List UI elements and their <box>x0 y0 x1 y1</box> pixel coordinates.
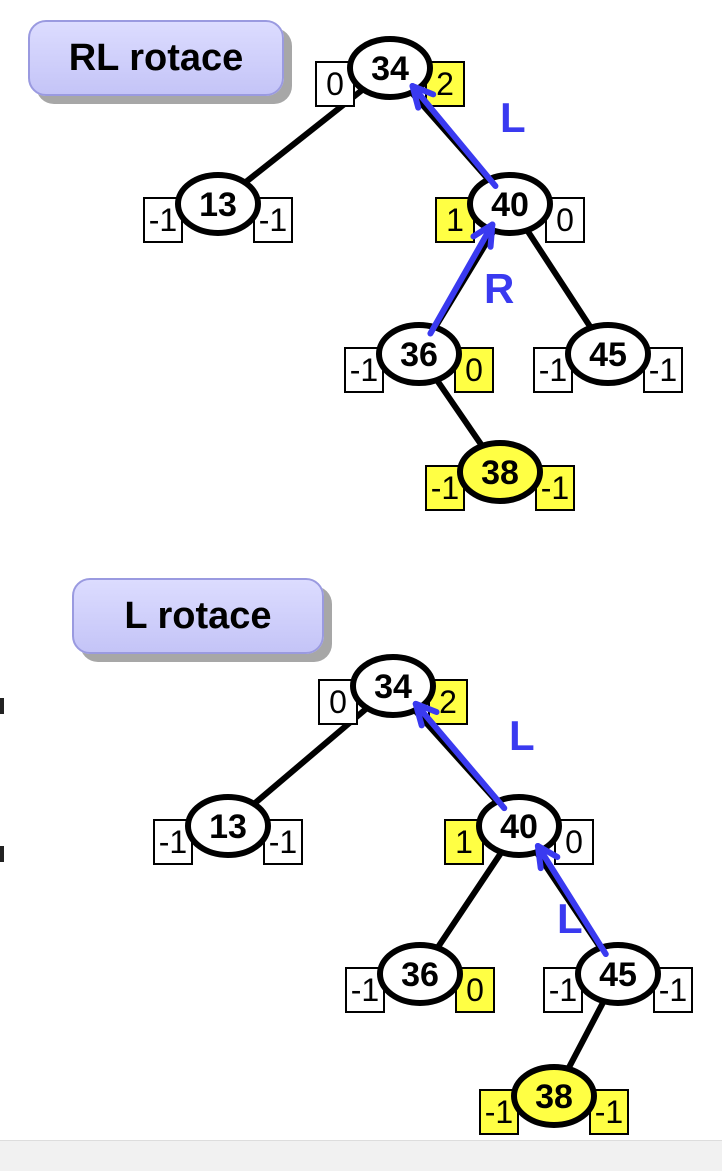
rotation-label: L <box>509 712 535 759</box>
balance-factor-left: -1 <box>159 824 187 860</box>
balance-factor-right: -1 <box>659 972 687 1008</box>
rotation-arrow <box>427 221 496 337</box>
node-value: 38 <box>481 454 519 492</box>
balance-factor-right: -1 <box>595 1094 623 1130</box>
node-value: 40 <box>491 186 529 224</box>
margin-mark <box>0 698 4 714</box>
balance-factor-left: -1 <box>549 972 577 1008</box>
balance-factor-left: 1 <box>455 824 473 860</box>
title-rl-rotace: RL rotace <box>28 20 284 96</box>
rotation-arrow-shaft <box>412 700 508 812</box>
arrow-head-icon <box>534 842 561 872</box>
balance-factor-right: -1 <box>649 352 677 388</box>
balance-factor-left: -1 <box>351 972 379 1008</box>
tree-node <box>350 654 436 718</box>
node-value: 40 <box>500 808 538 846</box>
margin-mark <box>0 846 4 862</box>
tree-node <box>476 794 562 858</box>
arrow-head-icon <box>412 700 440 729</box>
node-value: 13 <box>209 808 247 846</box>
balance-factor-left: -1 <box>431 470 459 506</box>
balance-factor-left: -1 <box>485 1094 513 1130</box>
node-value: 36 <box>400 336 438 374</box>
rotation-arrow <box>412 700 508 812</box>
node-value: 45 <box>589 336 627 374</box>
tree-node <box>347 36 433 100</box>
rotation-arrow <box>409 82 499 190</box>
tree-node <box>565 322 651 386</box>
rotation-label: R <box>484 265 514 312</box>
balance-factor-left: 1 <box>446 202 464 238</box>
tree-node <box>511 1064 597 1128</box>
rotation-label: L <box>500 94 526 141</box>
balance-factor-right: 0 <box>465 352 483 388</box>
arrow-head-icon <box>409 82 437 111</box>
balance-factor-left: -1 <box>539 352 567 388</box>
node-value: 38 <box>535 1078 573 1116</box>
tree-node <box>575 942 661 1006</box>
tree-node <box>175 172 261 236</box>
tree-node <box>376 322 462 386</box>
balance-factor-right: 0 <box>556 202 574 238</box>
node-value: 34 <box>371 50 409 88</box>
node-value: 13 <box>199 186 237 224</box>
balance-factor-left: -1 <box>149 202 177 238</box>
rotation-arrow-shaft <box>409 82 499 190</box>
rotation-arrow-shaft <box>427 221 496 337</box>
arrow-head-icon <box>470 221 496 250</box>
rotation-arrow <box>534 842 609 958</box>
tree-node <box>457 440 543 504</box>
tree-node <box>185 794 271 858</box>
tree-node <box>377 942 463 1006</box>
node-value: 45 <box>599 956 637 994</box>
balance-factor-right: -1 <box>541 470 569 506</box>
balance-factor-right: 2 <box>436 66 454 102</box>
node-value: 36 <box>401 956 439 994</box>
node-value: 34 <box>374 668 412 706</box>
footer-strip <box>0 1140 722 1171</box>
rotation-label: L <box>557 895 583 942</box>
tree-node <box>467 172 553 236</box>
balance-factor-right: 2 <box>439 684 457 720</box>
balance-factor-right: -1 <box>269 824 297 860</box>
balance-factor-box <box>344 347 384 393</box>
balance-factor-right: 0 <box>466 972 484 1008</box>
balance-factor-left: 0 <box>326 66 344 102</box>
title-l-rotace: L rotace <box>72 578 324 654</box>
balance-factor-box <box>315 61 355 107</box>
balance-factor-right: -1 <box>259 202 287 238</box>
balance-factor-left: 0 <box>329 684 347 720</box>
balance-factor-right: 0 <box>565 824 583 860</box>
balance-factor-left: -1 <box>350 352 378 388</box>
rotation-arrow-shaft <box>534 842 609 958</box>
